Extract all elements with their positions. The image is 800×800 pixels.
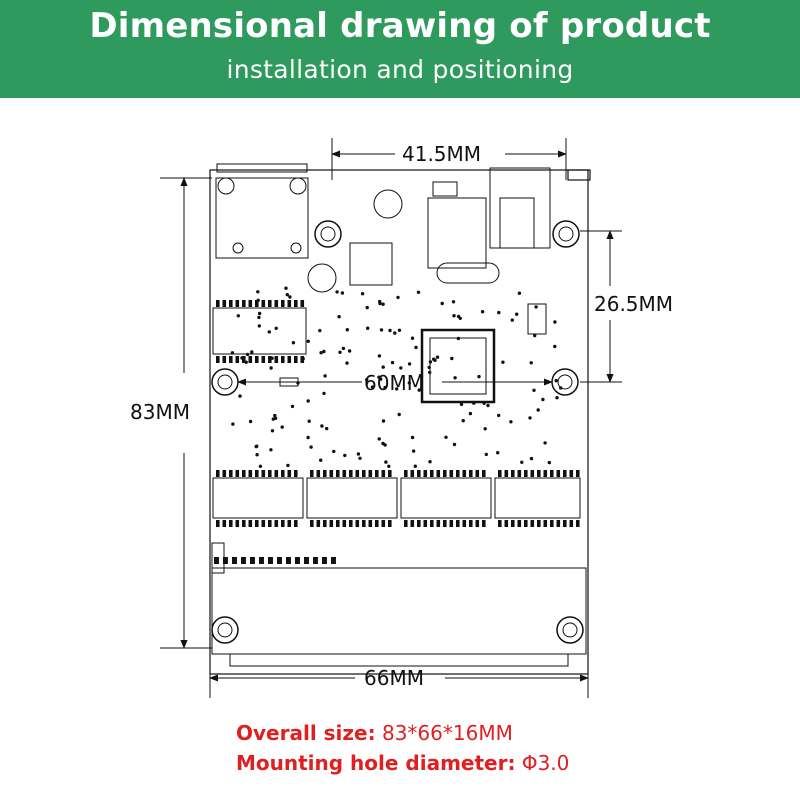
spec-overall-size: Overall size: 83*66*16MM (236, 718, 569, 748)
spec-hole-diameter-label: Mounting hole diameter: (236, 751, 516, 775)
dim-label-top-width: 41.5MM (402, 142, 482, 166)
board-vias (230, 286, 563, 468)
pcb-board (209, 163, 591, 675)
dimension-drawing: 41.5MM 26.5MM 60MM 83MM 66MM (0, 98, 800, 708)
dim-label-hole-spacing-horizontal: 60MM (364, 371, 424, 395)
component-pins (214, 300, 580, 564)
spec-hole-diameter-value: Φ3.0 (521, 751, 570, 775)
dim-label-width: 66MM (364, 666, 424, 690)
spec-overall-size-label: Overall size: (236, 721, 376, 745)
page-title: Dimensional drawing of product (89, 6, 711, 46)
header-banner: Dimensional drawing of product installat… (0, 0, 800, 98)
dim-label-height: 83MM (130, 400, 190, 424)
pcb-components (211, 177, 581, 574)
spec-hole-diameter: Mounting hole diameter: Φ3.0 (236, 748, 569, 778)
mounting-holes (211, 220, 584, 644)
spec-list: Overall size: 83*66*16MM Mounting hole d… (236, 718, 569, 778)
page-subtitle: installation and positioning (226, 55, 574, 84)
spec-overall-size-value: 83*66*16MM (381, 721, 513, 745)
dimension-lines (160, 138, 622, 698)
dim-label-hole-spacing-vertical: 26.5MM (594, 292, 674, 316)
pcb-drawing (160, 138, 622, 698)
